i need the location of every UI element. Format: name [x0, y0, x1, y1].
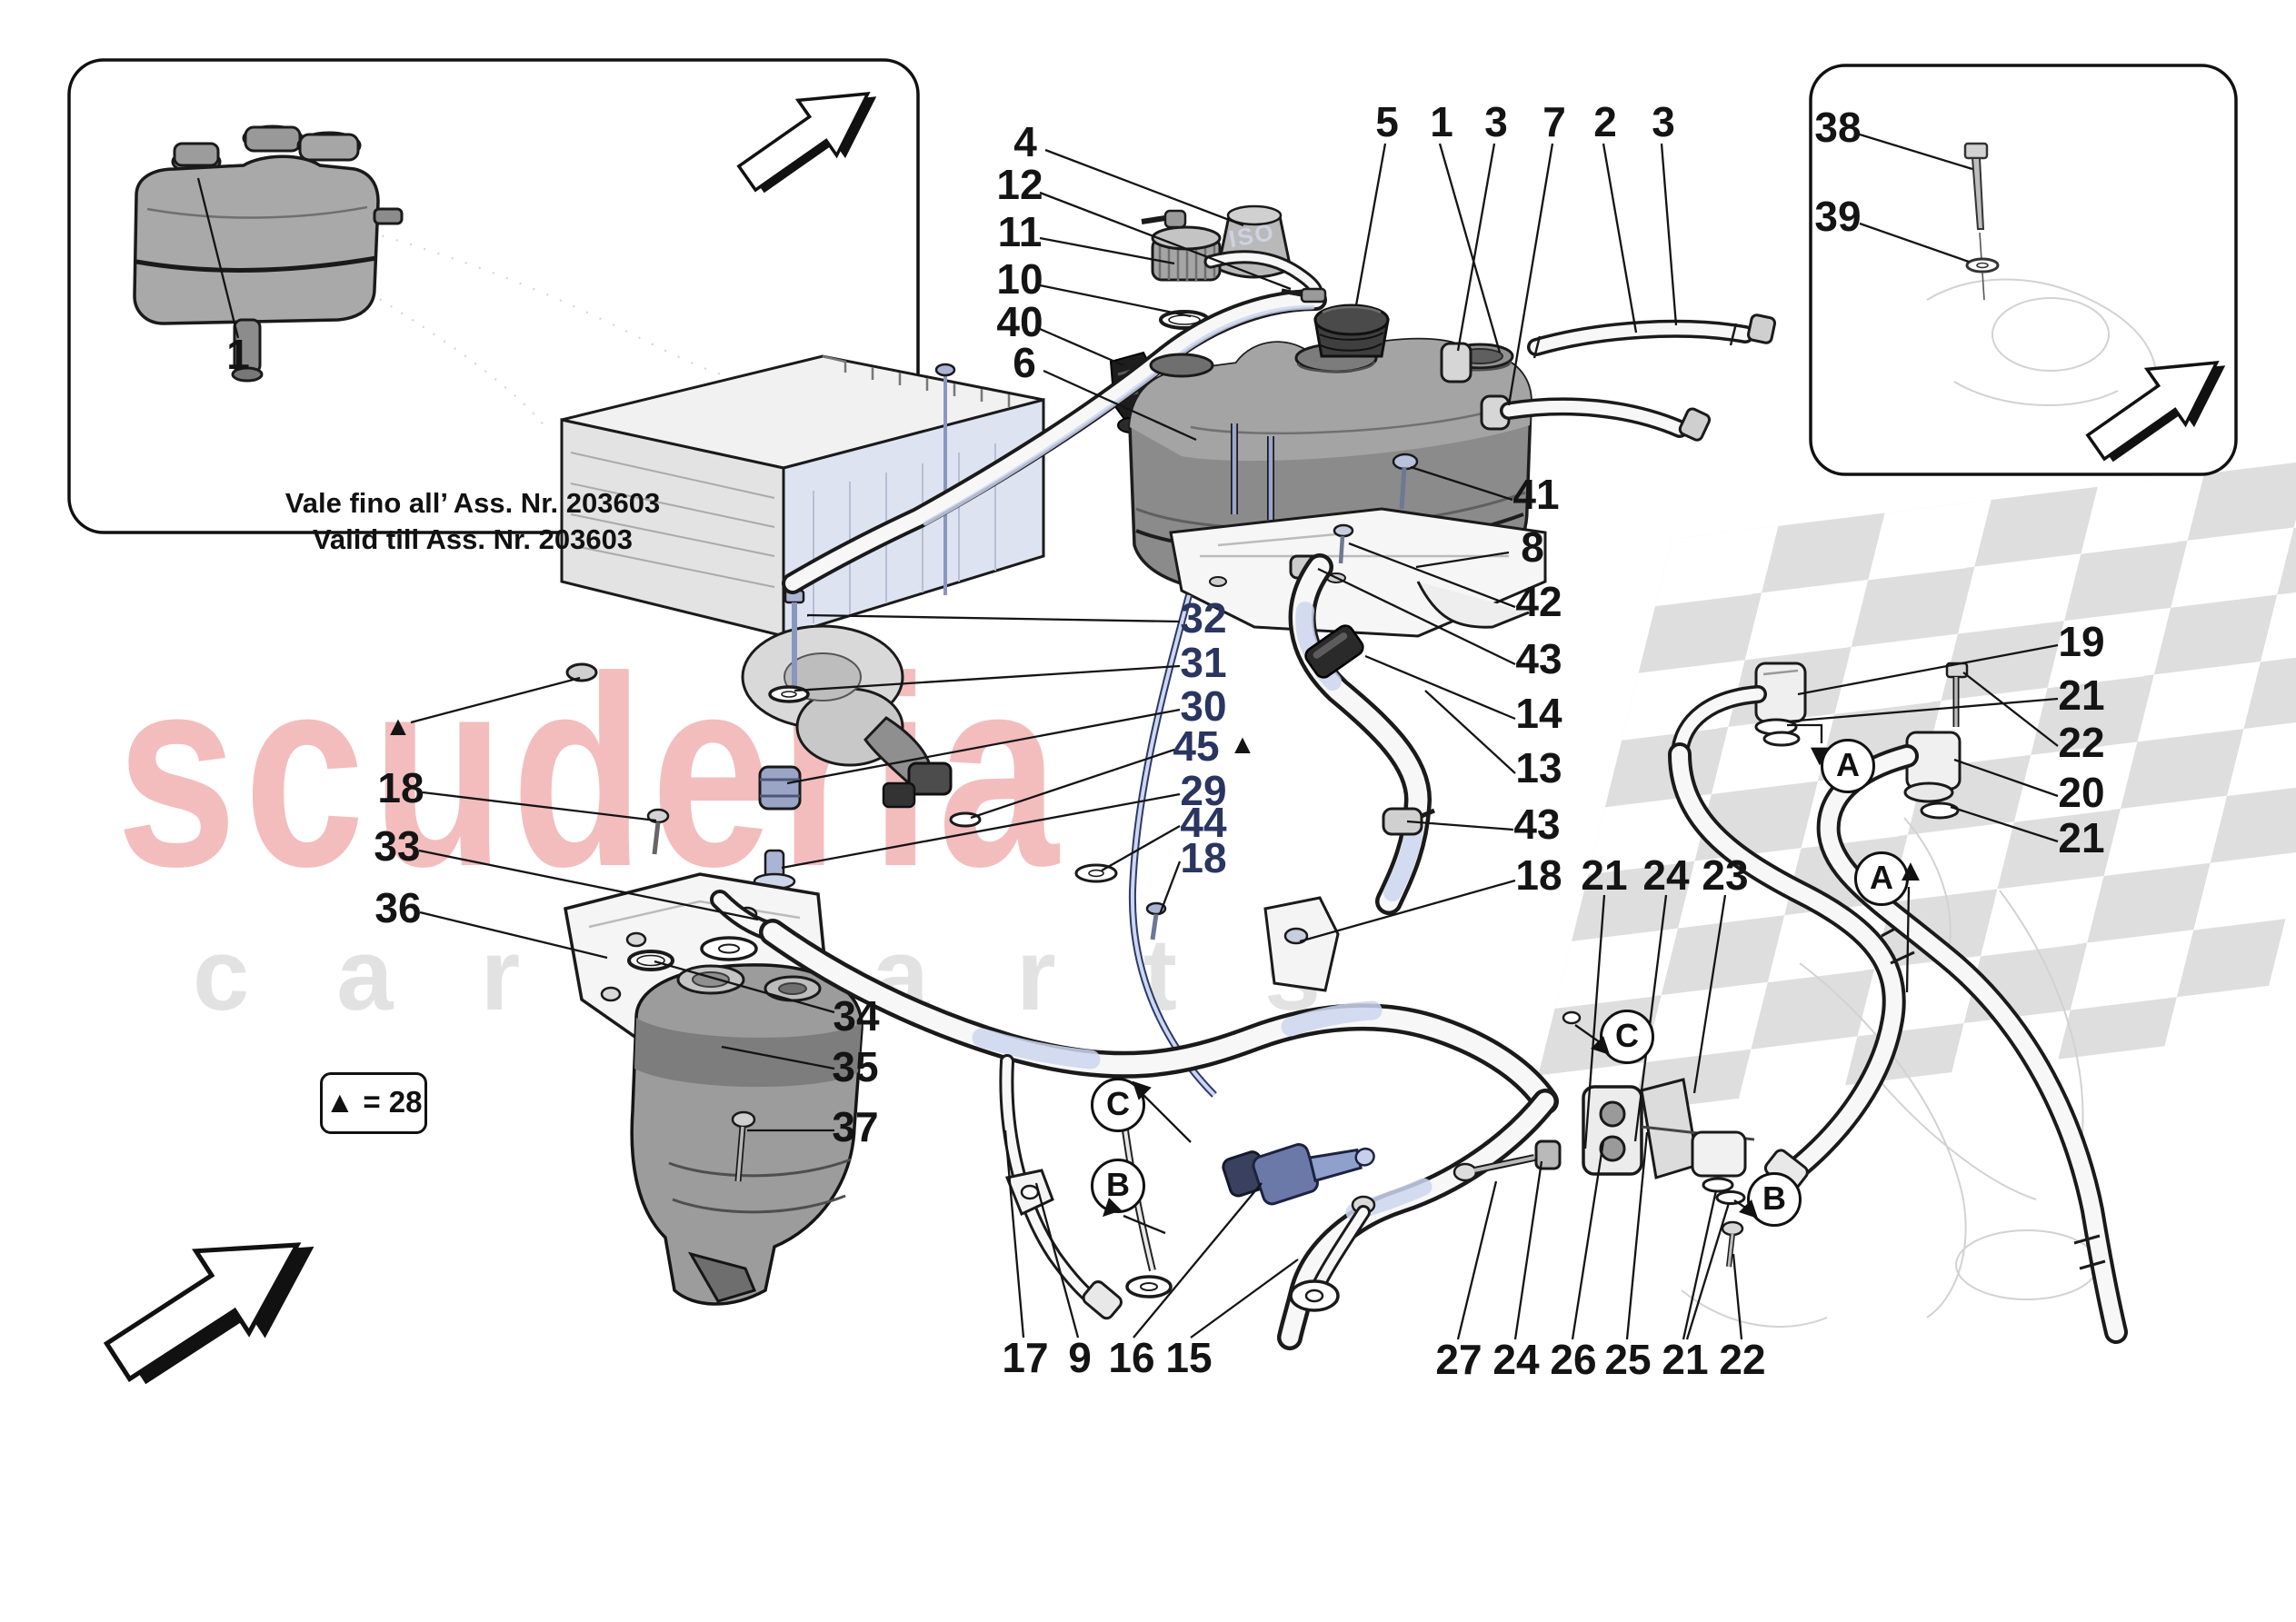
direction-arrow-icon: [736, 92, 877, 194]
callout-18: 18: [1180, 834, 1227, 881]
callout-29: 29: [1180, 767, 1227, 814]
callout-6: 6: [1013, 339, 1036, 386]
callout-32: 32: [1180, 594, 1227, 642]
view-marker-arrow: ▼: [1804, 738, 1835, 772]
callout-16: 16: [1108, 1334, 1155, 1381]
callout-12: 12: [996, 161, 1043, 208]
callout-2: 2: [1593, 98, 1617, 145]
callout-5: 5: [1375, 98, 1399, 145]
view-marker-B: B: [1091, 1159, 1145, 1213]
callout-1: 1: [1430, 98, 1453, 145]
callout-42: 42: [1515, 578, 1562, 625]
bolt-38: [1963, 142, 1989, 261]
callout-21: 21: [1581, 851, 1628, 899]
callout-21: 21: [1662, 1336, 1709, 1383]
callout-43: 43: [1513, 801, 1561, 848]
callout-20: 20: [2058, 769, 2105, 816]
triangle-marker: ▲: [1229, 730, 1256, 760]
header-tank-assembly: [782, 204, 1777, 1098]
bottom-centre-hoses: [759, 919, 1559, 1350]
callout-25: 25: [1604, 1336, 1652, 1383]
inset-box-right: [1809, 64, 2238, 476]
view-marker-C: C: [1091, 1078, 1145, 1132]
validity-note-line1: Vale fino all’ Ass. Nr. 203603: [285, 487, 661, 519]
callout-31: 31: [1180, 639, 1227, 686]
validity-note-line2: Valid till Ass. Nr. 203603: [312, 522, 634, 555]
callout-4: 4: [1013, 118, 1037, 165]
ghost-sketch-inset: [1926, 278, 2157, 407]
callout-17: 17: [1002, 1334, 1049, 1381]
callout-13: 13: [1515, 744, 1562, 791]
callout-1: 1: [226, 331, 250, 378]
callout-18: 18: [377, 764, 424, 811]
callout-24: 24: [1492, 1336, 1540, 1383]
triangle-marker: ▲: [384, 711, 412, 741]
callout-44: 44: [1180, 799, 1227, 846]
callout-3: 3: [1484, 98, 1508, 145]
validity-note: Vale fino all’ Ass. Nr. 203603 Valid til…: [200, 485, 745, 557]
callout-21: 21: [2058, 672, 2105, 719]
callout-41: 41: [1512, 471, 1560, 518]
callout-7: 7: [1542, 98, 1566, 145]
callout-10: 10: [996, 255, 1043, 303]
callout-37: 37: [832, 1103, 879, 1150]
pump-and-bracket: [563, 872, 863, 1306]
view-marker-B: B: [1747, 1172, 1802, 1227]
callout-43: 43: [1515, 635, 1562, 682]
view-marker-A: A: [1821, 739, 1875, 793]
legend-box: ▲ = 28: [320, 1072, 427, 1134]
view-marker-arrow: ▲: [1895, 853, 1926, 888]
view-marker-C: C: [1600, 1010, 1654, 1064]
callout-11: 11: [997, 208, 1043, 255]
callout-39: 39: [1814, 193, 1862, 240]
callout-23: 23: [1702, 851, 1749, 899]
washer-39: [1965, 257, 2000, 301]
callout-40: 40: [996, 298, 1043, 345]
callout-45: 45: [1173, 722, 1220, 770]
callout-21: 21: [2058, 814, 2105, 861]
callout-26: 26: [1550, 1336, 1597, 1383]
ghost-sketch-lines: [1681, 817, 2099, 1328]
callout-9: 9: [1068, 1334, 1092, 1381]
callout-22: 22: [2058, 719, 2105, 766]
direction-arrow-icon: [2085, 361, 2226, 463]
callout-38: 38: [1814, 104, 1862, 151]
callout-14: 14: [1515, 690, 1562, 737]
callout-19: 19: [2058, 618, 2105, 665]
callout-36: 36: [374, 884, 422, 931]
expansion-tank-inset: [133, 124, 404, 383]
callout-34: 34: [833, 992, 880, 1040]
callout-18: 18: [1515, 851, 1562, 899]
callout-35: 35: [832, 1043, 879, 1090]
direction-arrow-icon: [103, 1242, 314, 1385]
callout-22: 22: [1719, 1336, 1766, 1383]
view-marker-A: A: [1854, 851, 1909, 906]
callout-24: 24: [1642, 851, 1690, 899]
callout-8: 8: [1521, 523, 1544, 571]
callout-15: 15: [1165, 1334, 1213, 1381]
callout-27: 27: [1435, 1336, 1482, 1383]
callout-33: 33: [374, 822, 421, 870]
leader-lines: [196, 133, 2059, 1340]
callout-30: 30: [1180, 682, 1227, 730]
callout-3: 3: [1652, 98, 1675, 145]
right-pipes-assembly: [1452, 662, 2128, 1344]
